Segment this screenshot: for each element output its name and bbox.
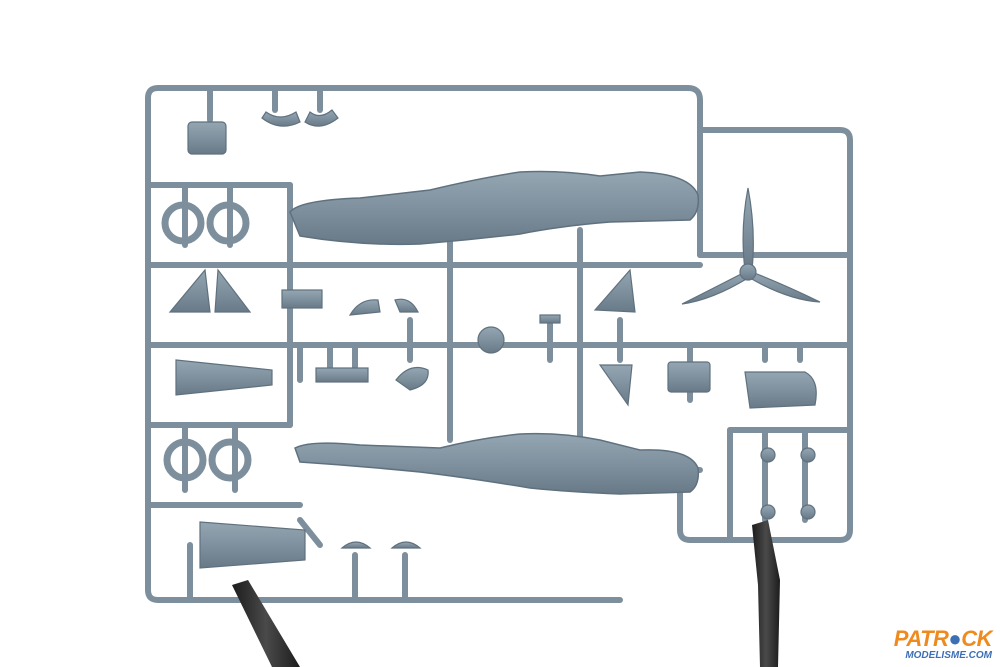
propeller	[681, 187, 821, 305]
stand-right	[752, 520, 780, 667]
watermark-logo: PATR●CK MODELISME.COM	[893, 626, 993, 661]
watermark-site: MODELISME.COM	[905, 650, 992, 661]
signal-icon: ●	[948, 626, 962, 651]
wheels	[161, 201, 252, 482]
stand-left	[232, 580, 300, 667]
fuselage-half-lower	[294, 432, 700, 495]
watermark-brand-part2: CK	[961, 626, 992, 651]
watermark-brand-part1: PATR	[893, 626, 949, 651]
watermark-brand: PATR●CK	[893, 626, 993, 651]
small-parts	[168, 109, 817, 569]
fuselage-half-upper	[289, 170, 700, 246]
